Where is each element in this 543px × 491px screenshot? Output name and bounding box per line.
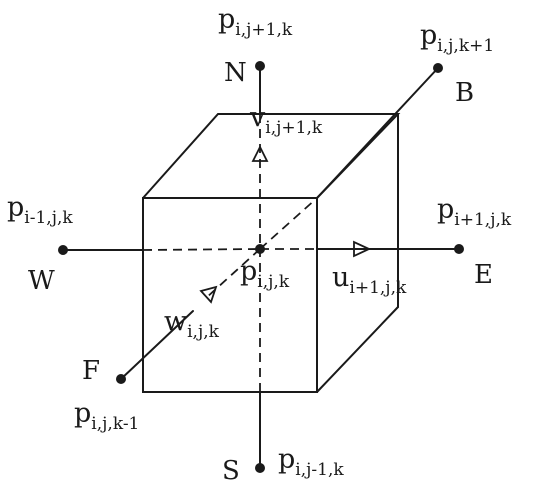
v-velocity-arrow: [251, 144, 269, 162]
center-node-dot: [255, 244, 265, 254]
back-axis-dashed: [259, 197, 318, 250]
east-letter: E: [474, 260, 493, 290]
south-node-dot: [255, 463, 265, 473]
south-pressure-label: pi,j-1,k: [278, 444, 344, 480]
north-node-dot: [255, 61, 265, 71]
front-node-dot: [116, 374, 126, 384]
back-pressure-label: pi,j,k+1: [420, 20, 495, 56]
west-pressure-label: pi-1,j,k: [7, 192, 73, 228]
w-velocity-arrow: [199, 285, 218, 304]
east-node-dot: [454, 244, 464, 254]
w-velocity-label: wi,j,k: [164, 306, 219, 342]
u-velocity-arrow: [353, 240, 372, 258]
front-letter: F: [82, 356, 101, 386]
front-axis: [120, 310, 194, 380]
u-velocity-label: ui+1,j,k: [332, 262, 407, 298]
north-pressure-label: pi,j+1,k: [218, 4, 293, 40]
south-letter: S: [222, 456, 240, 486]
back-letter: B: [455, 78, 475, 108]
cube-front-face: [142, 197, 318, 393]
north-letter: N: [224, 58, 247, 88]
east-pressure-label: pi+1,j,k: [437, 194, 512, 230]
west-letter: W: [28, 266, 55, 296]
west-axis-dashed: [142, 248, 261, 251]
v-velocity-label: vi,j+1,k: [250, 102, 323, 138]
front-pressure-label: pi,j,k-1: [74, 398, 140, 434]
back-axis: [316, 67, 439, 199]
west-node-dot: [58, 245, 68, 255]
back-node-dot: [433, 63, 443, 73]
cube-top-face: [142, 113, 401, 199]
cube-back-bottom-edge: [316, 306, 399, 393]
center-pressure-label: pi,j,k: [240, 256, 290, 292]
